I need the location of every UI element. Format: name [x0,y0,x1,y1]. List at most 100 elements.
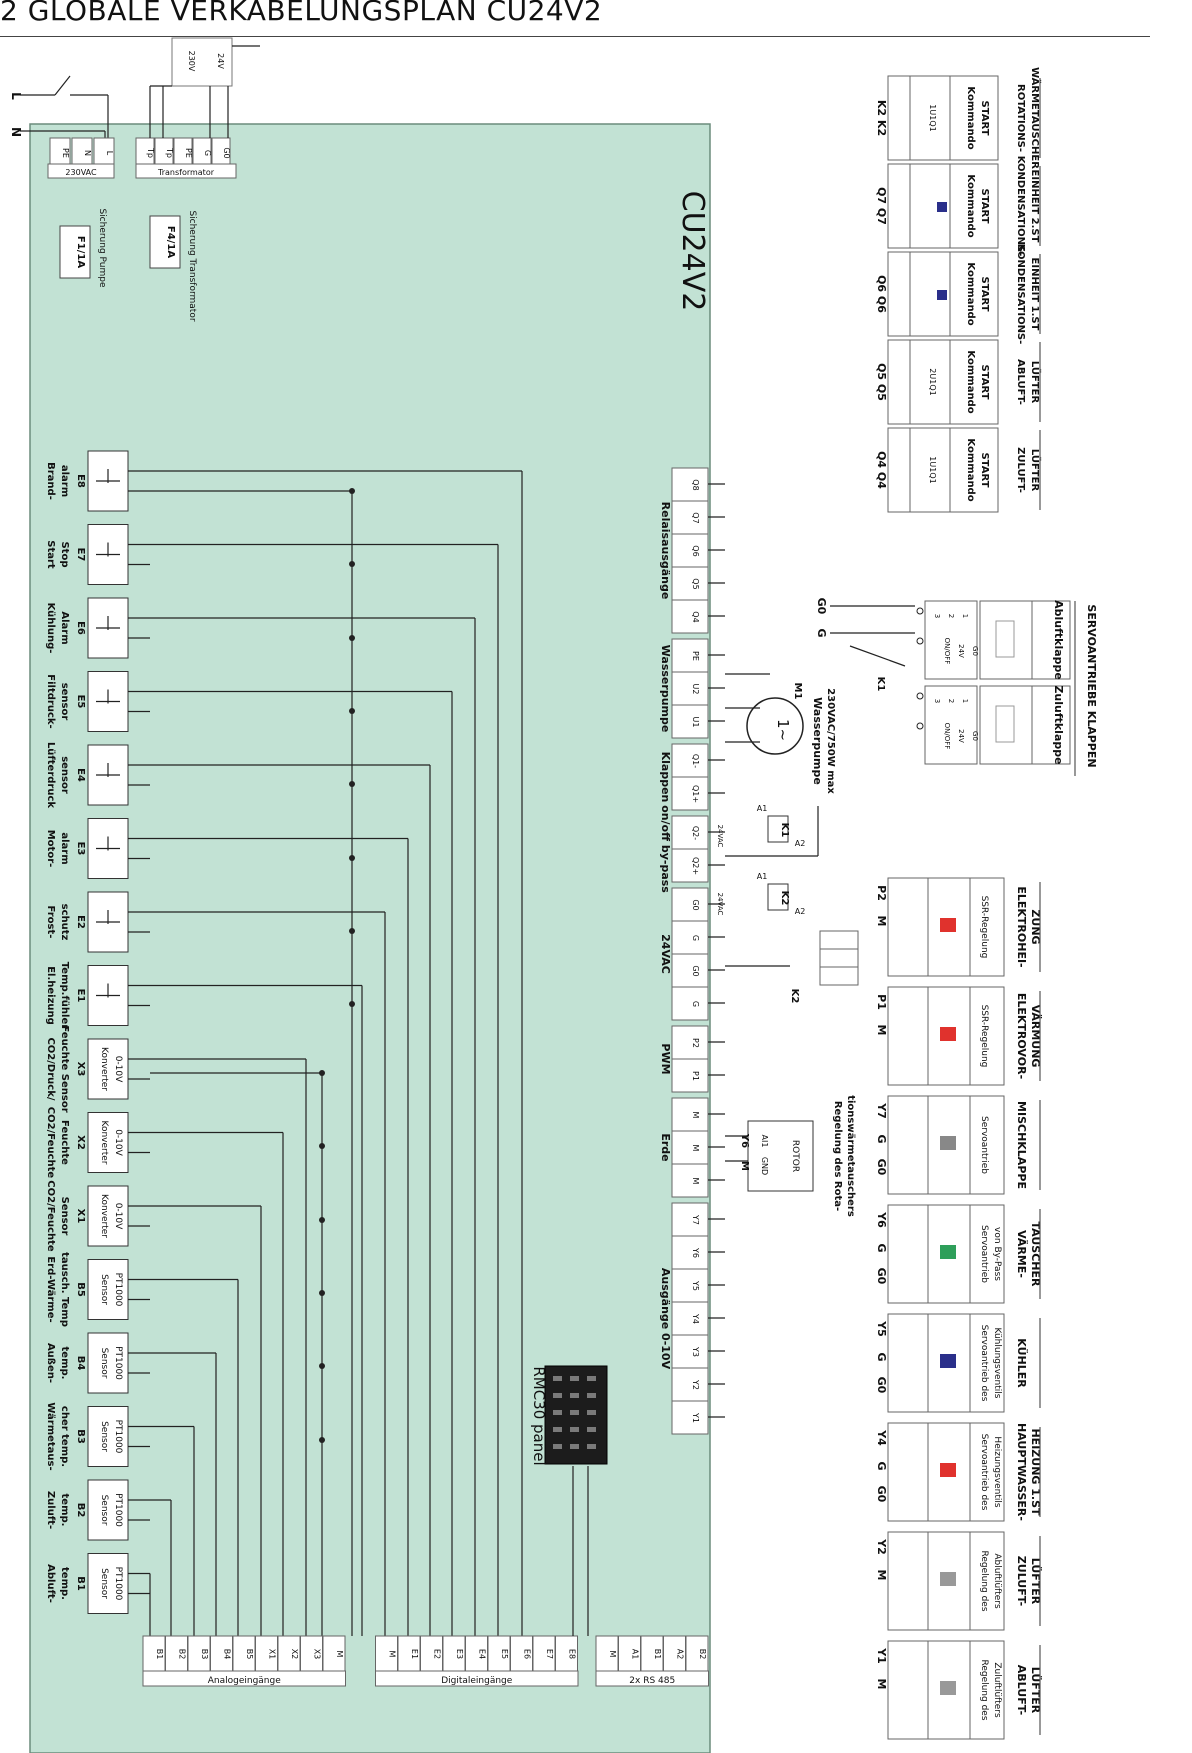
terminal-cell [671,566,709,601]
damper-caption-box [1031,600,1071,680]
panel-key [553,1427,562,1432]
terminal-label: U1 [691,717,700,728]
output-head: Q7 Q7 [875,187,888,225]
terminal-cell [671,1025,709,1060]
output-section-2: TAUSCHER [1029,1222,1042,1287]
input-code: E3 [75,842,86,856]
input-caption-1: Frost- [45,906,56,939]
relay-pin: A1 [757,804,768,813]
damper-terminal [924,685,978,765]
actuator-icon [940,1572,956,1586]
label-box [47,163,115,179]
actuator-icon [940,1136,956,1150]
input-caption-2: alarm [59,832,70,864]
terminal-cell [671,1058,709,1093]
output-section-1: ABLUFT- [1015,359,1026,405]
input-code: E2 [75,915,86,929]
output-section-2: LÜFTER [1029,361,1043,404]
damper-terminal [924,600,978,680]
terminal-label: M [608,1651,617,1658]
relay-k1 [767,815,789,843]
terminal-label: A1 [631,1649,640,1660]
output-head: Q6 Q6 [875,275,888,313]
supply-label-n: N [9,127,23,137]
input-caption-2: temp. [59,1567,70,1600]
input-caption-1: Brand- [45,462,56,500]
output-caption-1: SSR-Regelung [979,896,989,959]
input-caption-2: sensor [59,756,70,794]
actuator-icon [940,1027,956,1041]
output-caption-box [969,1531,1005,1631]
output-caption-1: Kommando [965,262,976,325]
output-caption-box [969,986,1005,1086]
output-caption-1: Servoantrieb des [979,1325,989,1402]
output-terminal [887,75,911,161]
input-code: X2 [75,1135,86,1150]
terminal-label: U2 [691,684,700,695]
panel-key [570,1444,579,1449]
output-box: 2U1Q1 [928,368,937,395]
output-head: G0 [875,1486,888,1503]
output-device [927,877,971,977]
output-head: G [875,1134,888,1143]
output-section-1: MISCHKLAPPE [1015,1101,1028,1189]
terminal-label: Y4 [691,1313,700,1324]
terminal-block-label: Analogeingänge [208,1676,281,1686]
input-code: X3 [75,1062,86,1077]
terminal-label: X2 [290,1649,299,1660]
terminal-label: L [105,151,114,156]
output-caption-2: START [979,276,990,311]
terminal-block-label: 2x RS 485 [629,1676,675,1686]
output-caption-1: Kommando [965,350,976,413]
input-caption-1: Kühlung- [45,603,56,654]
junction-dot [349,855,355,861]
output-terminal [887,1422,929,1522]
input-caption-2: temp. [59,1347,70,1380]
feed-g: G [815,628,828,637]
terminal-label: Y2 [691,1379,700,1390]
terminal-cell [671,1400,709,1435]
terminal-cell [671,887,709,922]
label-box [595,1670,709,1687]
panel-label: RMC30 panel [530,1366,548,1465]
terminal-cell [671,743,709,778]
terminal-label: B3 [200,1649,209,1660]
terminal-ring [916,607,924,615]
terminal-cell [671,1130,709,1165]
output-caption-1: Regelung des [979,1659,989,1720]
device-text-1: Sensor [99,1348,109,1379]
damper-pin: 2 [947,699,955,703]
output-caption-box [949,75,999,161]
output-box: 1U1Q1 [928,104,937,131]
terminal-label: PE [184,148,193,158]
relay-k2-label: K2 [779,891,790,906]
output-head: G0 [875,1159,888,1176]
output-terminal [887,427,911,513]
rotor-caption-2: tionswärmetauschers [845,1095,856,1217]
terminal-label: G0 [691,899,700,910]
damper-caption-box [1031,685,1071,765]
terminal-cell [671,1268,709,1303]
terminal-label: PE [691,651,700,661]
terminal-cell [671,1334,709,1369]
damper-pin: 1 [961,699,969,703]
output-caption-1: Kommando [965,438,976,501]
terminal-cell [671,953,709,988]
junction-dot [319,1070,325,1076]
output-device [909,75,951,161]
terminal-cell [671,1097,709,1132]
input-caption-1: Erd-Wärme- [45,1256,56,1322]
input-caption-1: Wärmetaus- [45,1402,56,1470]
terminal-label: B4 [223,1649,232,1660]
terminal-cell [671,776,709,811]
terminal-cell [671,533,709,568]
output-section-1: ELEKTROVOR- [1015,993,1028,1079]
output-terminal [887,1531,929,1631]
output-caption-box [969,877,1005,977]
output-head: Y7 [875,1102,888,1119]
terminal-label: Q1+ [691,785,700,803]
actuator-icon [940,918,956,932]
output-section-2: WÄRMETAUSCHER [1029,67,1043,169]
input-caption-2: cher temp. [59,1406,70,1467]
input-caption-1: Zuluft- [45,1491,56,1529]
